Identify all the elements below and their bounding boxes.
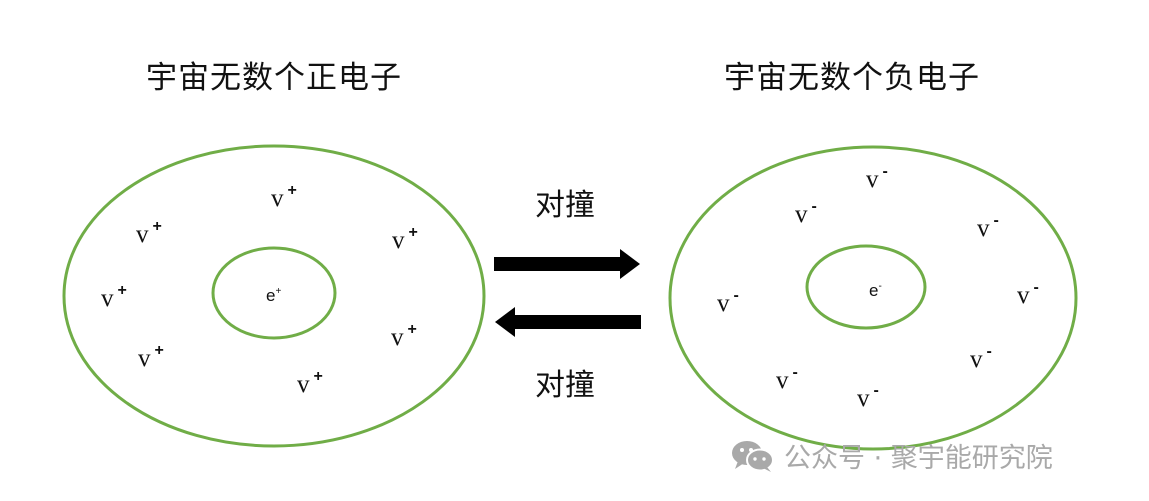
collision-label-top: 对撞: [535, 188, 595, 223]
left-particle: v+: [271, 182, 297, 212]
watermark: 公众号 · 聚宇能研究院: [730, 436, 1053, 475]
left-particle: v+: [391, 321, 417, 351]
watermark-text: 公众号 · 聚宇能研究院: [784, 443, 1053, 474]
left-particle: v+: [392, 224, 418, 254]
arrow-left-icon: [495, 307, 641, 337]
right-particle: v-: [977, 212, 999, 242]
right-outer-ring: [668, 145, 1078, 451]
right-particle: v-: [1017, 279, 1039, 309]
right-particle: v-: [866, 163, 888, 193]
left-particle: v+: [101, 282, 127, 312]
right-particle: v-: [857, 382, 879, 412]
left-outer-ring: [62, 144, 486, 448]
left-particle: v+: [297, 368, 323, 398]
right-particle: v-: [717, 287, 739, 317]
right-particle: v-: [970, 343, 992, 373]
left-particle: v+: [138, 342, 164, 372]
right-title: 宇宙无数个负电子: [724, 60, 980, 96]
left-inner-ring: [211, 246, 337, 340]
collision-label-bottom: 对撞: [535, 368, 595, 403]
left-particle: v+: [136, 218, 162, 248]
right-particle: v-: [795, 198, 817, 228]
left-core-electron: e+: [266, 286, 282, 305]
right-inner-ring: [805, 244, 927, 330]
right-core-electron: e-: [869, 281, 882, 300]
right-particle: v-: [776, 364, 798, 394]
arrow-right-icon: [494, 249, 640, 279]
wechat-icon: [732, 440, 774, 472]
left-title: 宇宙无数个正电子: [146, 60, 402, 96]
